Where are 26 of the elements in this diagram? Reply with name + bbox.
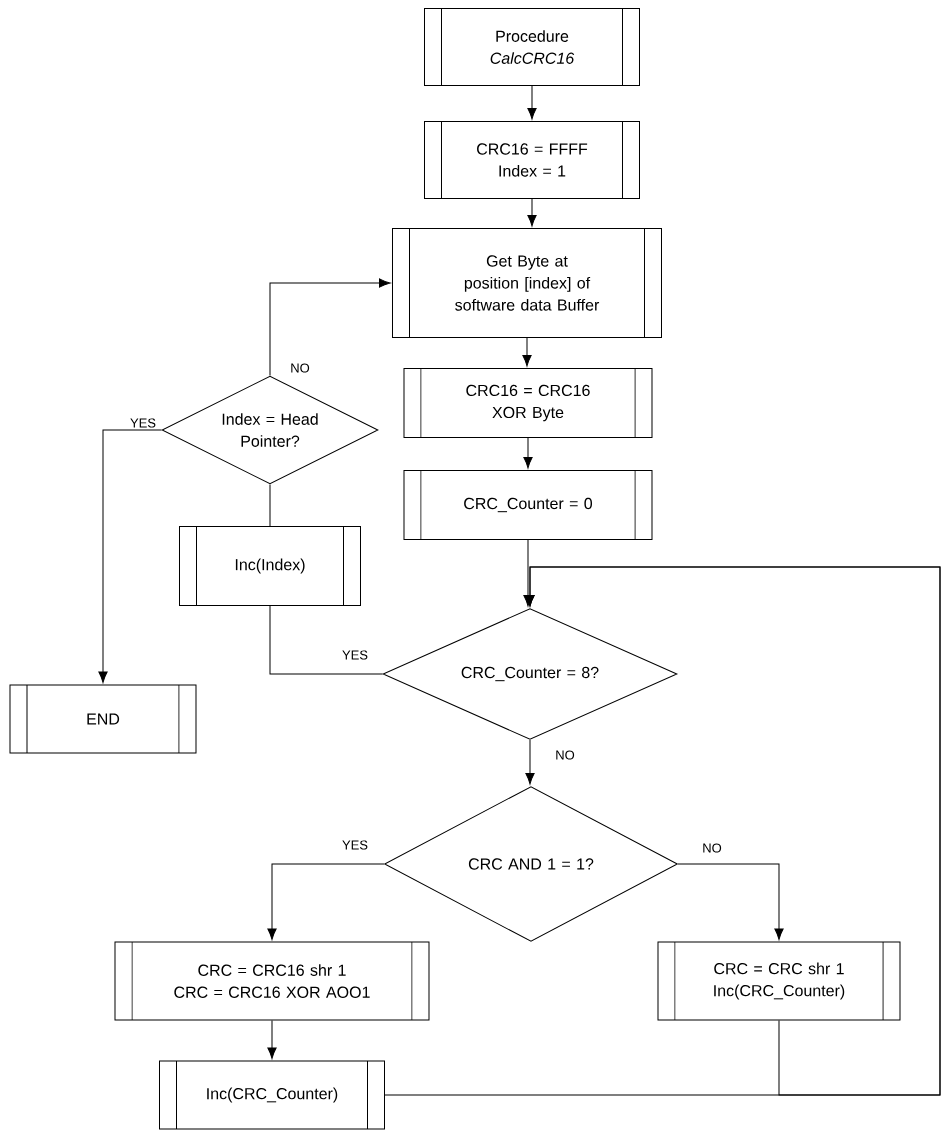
process-box: CRC16 = CRC16 XOR Byte	[403, 368, 653, 438]
arrow	[267, 1020, 277, 1059]
process-box: Inc(Index)	[179, 526, 361, 606]
process-box: CRC = CRC16 shr 1 CRC = CRC16 XOR AOO1	[114, 941, 430, 1021]
arrow	[525, 739, 535, 785]
edge-label: NO	[289, 362, 311, 374]
arrow	[527, 85, 537, 120]
arrow	[677, 863, 784, 940]
edge-label: NO	[701, 842, 723, 854]
edge-label: NO	[554, 749, 576, 761]
process-box: CRC_Counter = 0	[403, 470, 653, 540]
arrow	[98, 429, 162, 683]
process-box: Get Byte at position [index] of software data Buffer	[392, 228, 662, 338]
arrow	[267, 863, 385, 940]
edge-label: YES	[341, 839, 369, 851]
process-box: END	[9, 684, 197, 754]
process-box: Procedure CalcCRC16	[424, 8, 640, 86]
arrow	[522, 337, 532, 367]
arrow	[523, 437, 533, 469]
edge-label: YES	[341, 649, 369, 661]
process-box: CRC = CRC shr 1 Inc(CRC_Counter)	[657, 941, 901, 1021]
process-box: CRC16 = FFFF Index = 1	[424, 121, 640, 199]
process-box: Inc(CRC_Counter)	[159, 1060, 385, 1130]
edge-label: YES	[129, 417, 157, 429]
arrow	[527, 198, 537, 227]
arrow	[269, 278, 391, 376]
